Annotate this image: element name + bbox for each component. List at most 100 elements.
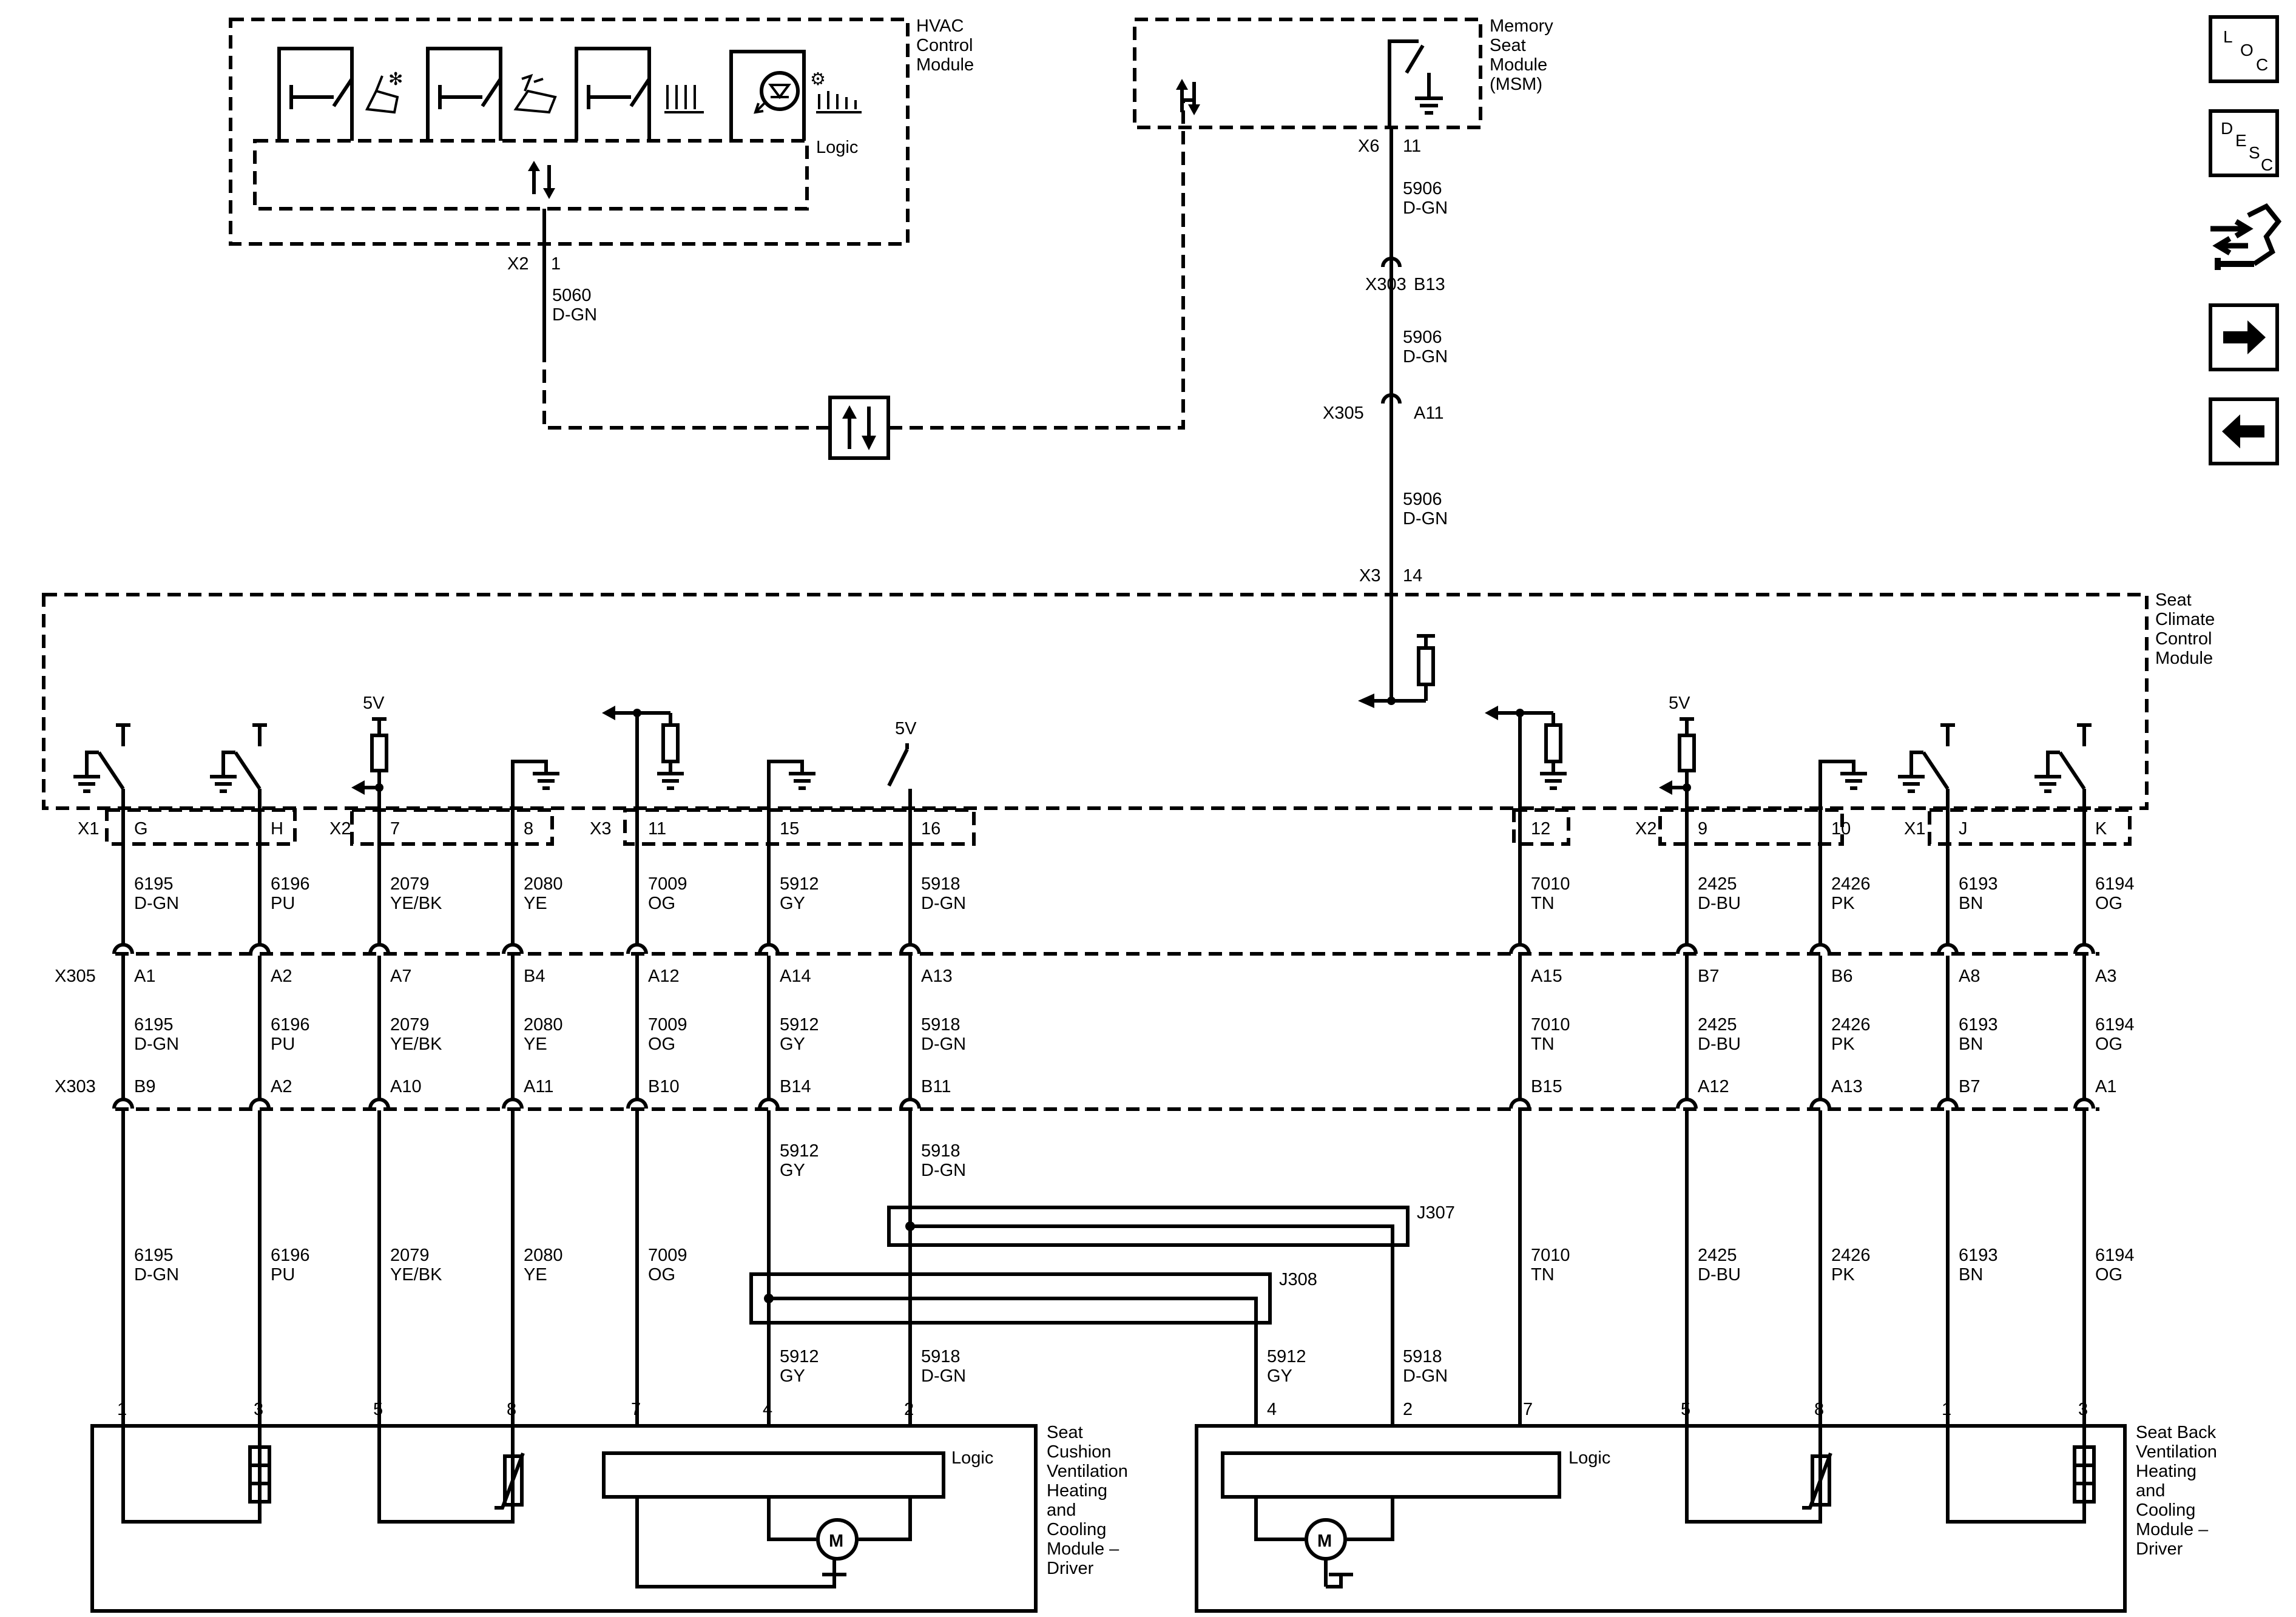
svg-text:Module –: Module – <box>2136 1520 2209 1539</box>
svg-text:5906: 5906 <box>1403 179 1442 198</box>
indicator-lamp-icon: ⚙ <box>729 50 862 141</box>
module-pin-label: 2 <box>904 1400 914 1419</box>
circuit-columns: G6195D-GNA16195D-GNB96195D-GN1H6196PUA26… <box>73 706 2135 1426</box>
connector-cavity-icon <box>899 1098 921 1109</box>
svg-text:M: M <box>829 1531 843 1551</box>
wire-label: OG <box>648 894 675 913</box>
wire-label: BN <box>1959 894 1983 913</box>
wire-label: 2426 <box>1831 1015 1871 1035</box>
seat-climate-control-module: Seat Climate Control Module 5V 5V 5V <box>42 590 2215 846</box>
svg-text:D-GN: D-GN <box>1403 1366 1448 1386</box>
svg-text:Cushion: Cushion <box>1047 1442 1111 1462</box>
wire-label: YE <box>524 1265 547 1284</box>
wire-label: PK <box>1831 1035 1855 1054</box>
x305-pin-label: A1 <box>134 967 155 986</box>
wire-label: 6195 <box>134 1015 174 1035</box>
svg-text:X1: X1 <box>1904 819 1925 839</box>
component-locator-icon[interactable] <box>2206 197 2284 282</box>
svg-text:(MSM): (MSM) <box>1490 75 1542 94</box>
module-pin-label: 3 <box>2078 1400 2088 1419</box>
wire-label: PK <box>1831 1265 1855 1284</box>
connector-cavity-icon <box>249 943 271 954</box>
wire-label: 6193 <box>1959 1246 1998 1265</box>
x303-pin-label: B14 <box>780 1077 811 1096</box>
sccm-pin-label: 12 <box>1531 819 1550 839</box>
next-page-button[interactable] <box>2209 303 2279 371</box>
x305-pin-label: B4 <box>524 967 545 986</box>
module-pin-label: 5 <box>373 1400 383 1419</box>
svg-text:HVAC: HVAC <box>916 16 964 36</box>
wire-label: GY <box>780 1366 805 1386</box>
wire-label: 6195 <box>134 1246 174 1265</box>
sccm-pin-label: 15 <box>780 819 799 839</box>
wire-label: 2426 <box>1831 1246 1871 1265</box>
wire-label: YE/BK <box>390 894 442 913</box>
wire-label: 7010 <box>1531 874 1570 894</box>
wire-label: 5918 <box>921 874 961 894</box>
svg-text:B13: B13 <box>1414 275 1445 294</box>
memory-seat-module: Memory Seat Module (MSM) <box>1133 16 1553 129</box>
svg-text:Memory: Memory <box>1490 16 1553 36</box>
wire-label: YE/BK <box>390 1265 442 1284</box>
wire-label: GY <box>780 894 805 913</box>
wire-label: 7009 <box>648 1246 687 1265</box>
wire-label: OG <box>2095 1265 2122 1284</box>
wire-label: 2079 <box>390 874 430 894</box>
svg-text:M: M <box>1317 1531 1332 1551</box>
x305-pin-label: A14 <box>780 967 811 986</box>
thermistor-icon <box>503 1454 524 1507</box>
svg-text:Driver: Driver <box>2136 1539 2183 1559</box>
x303-pin-label: B15 <box>1531 1077 1562 1096</box>
svg-text:⚙: ⚙ <box>810 70 826 89</box>
module-pin-label: 8 <box>507 1400 516 1419</box>
module-pin-label: 3 <box>254 1400 263 1419</box>
svg-text:D-GN: D-GN <box>1403 509 1448 528</box>
svg-text:Driver: Driver <box>1047 1559 1094 1578</box>
wire-label: YE <box>524 894 547 913</box>
connector-cavity-icon <box>1937 943 1959 954</box>
connector-cavity-icon <box>1676 943 1698 954</box>
svg-text:5906: 5906 <box>1403 490 1442 509</box>
wire-label: 2425 <box>1698 1015 1737 1035</box>
connector-cavity-icon <box>1809 943 1831 954</box>
sccm-pin-label: J <box>1959 819 1968 839</box>
connector-cavity-icon <box>2073 1098 2095 1109</box>
svg-text:14: 14 <box>1403 566 1422 586</box>
arrow-left-icon <box>2222 414 2264 448</box>
svg-text:X3: X3 <box>1359 566 1380 586</box>
svg-text:X303: X303 <box>55 1077 96 1096</box>
wire-label: 5912 <box>780 1015 819 1035</box>
svg-text:X1: X1 <box>78 819 99 839</box>
connector-cavity-icon <box>112 943 134 954</box>
location-button[interactable]: L O C <box>2209 15 2279 83</box>
svg-text:D-GN: D-GN <box>1403 198 1448 218</box>
x303-pin-label: B10 <box>648 1077 680 1096</box>
x303-pin-label: A10 <box>390 1077 422 1096</box>
x305-pin-label: B7 <box>1698 967 1719 986</box>
previous-page-button[interactable] <box>2209 397 2279 465</box>
wire-label: YE/BK <box>390 1035 442 1054</box>
wire-label: YE <box>524 1035 547 1054</box>
x305-pin-label: A3 <box>2095 967 2116 986</box>
wire-label: GY <box>780 1035 805 1054</box>
x303-pin-label: A1 <box>2095 1077 2116 1096</box>
connector-cavity-icon <box>758 943 780 954</box>
wire-label: 6194 <box>2095 1246 2135 1265</box>
x303-pin-label: A11 <box>524 1077 553 1096</box>
wire-label: 5918 <box>921 1347 961 1366</box>
svg-text:✻: ✻ <box>388 70 403 89</box>
msm-pin-label: 11 <box>1403 137 1421 156</box>
connector-cavity-icon <box>1509 943 1531 954</box>
svg-text:X2: X2 <box>1635 819 1656 839</box>
wire-label: 2080 <box>524 1246 563 1265</box>
svg-text:GY: GY <box>1267 1366 1292 1386</box>
svg-text:Logic: Logic <box>816 138 858 157</box>
wire-label: D-BU <box>1698 1265 1741 1284</box>
sccm-pin-label: K <box>2095 819 2107 839</box>
wire-label: 2079 <box>390 1246 430 1265</box>
module-pin-label: 7 <box>1523 1400 1533 1419</box>
description-button[interactable]: D E S C <box>2209 109 2279 177</box>
ventilated-seat-switch-icon <box>575 47 704 141</box>
svg-text:Heating: Heating <box>1047 1481 1107 1501</box>
wire-label: 6194 <box>2095 874 2135 894</box>
